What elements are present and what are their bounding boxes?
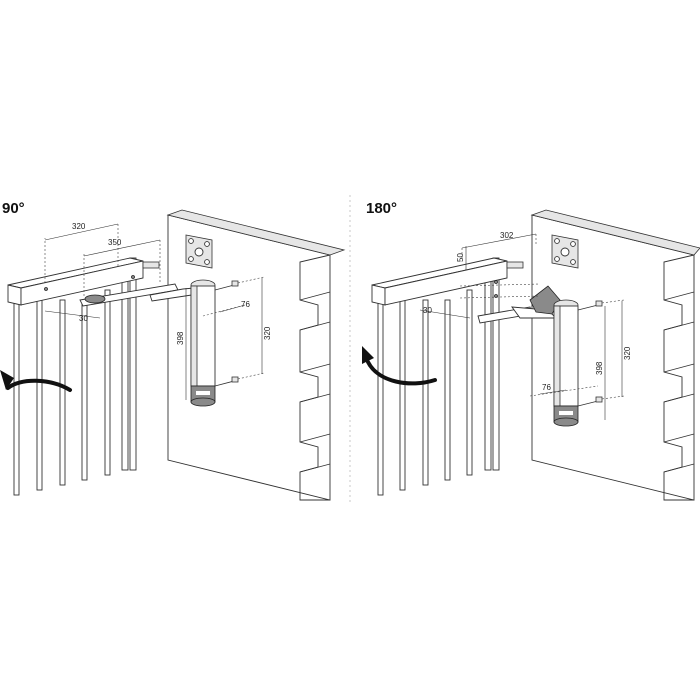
dim-50-180: 50 [456,253,465,262]
screws-90 [214,280,239,387]
dim-398-90: 398 [176,331,185,345]
dim-76-90: 76 [241,300,250,309]
dim-76-180: 76 [542,383,551,392]
dim-30-180: 30 [423,306,432,315]
top-mounting-plate-90 [185,234,213,269]
rotation-arrow-90 [0,370,72,392]
dim-320v-90: 320 [263,326,272,340]
dim-30-90: 30 [79,314,88,323]
dim-350-90: 350 [108,238,122,247]
rotation-arrow-180 [362,346,437,386]
wall-pillar-180 [530,209,700,501]
panel-180: 302 50 30 398 320 76 [362,209,700,501]
panel-90-title: 90° [2,200,25,217]
arm-bracket-90 [84,294,106,304]
screws-180 [577,300,603,407]
dim-302-180: 302 [500,231,514,240]
dimensions-90: 320 350 30 398 320 76 [44,222,272,400]
gate-top-rail-90 [7,257,160,306]
top-mounting-plate-180 [551,234,579,269]
closer-cylinder-90 [190,279,216,407]
dim-398-180: 398 [595,361,604,375]
dim-320v-180: 320 [623,346,632,360]
gate-top-rail-180 [371,257,524,306]
closer-cylinder-180 [553,299,579,427]
dim-320-90: 320 [72,222,86,231]
panel-90: 320 350 30 398 320 76 [0,209,346,501]
gate-bars-180 [377,257,500,496]
dimensions-180: 302 50 30 398 320 76 [419,231,632,420]
panel-180-title: 180° [366,200,398,217]
